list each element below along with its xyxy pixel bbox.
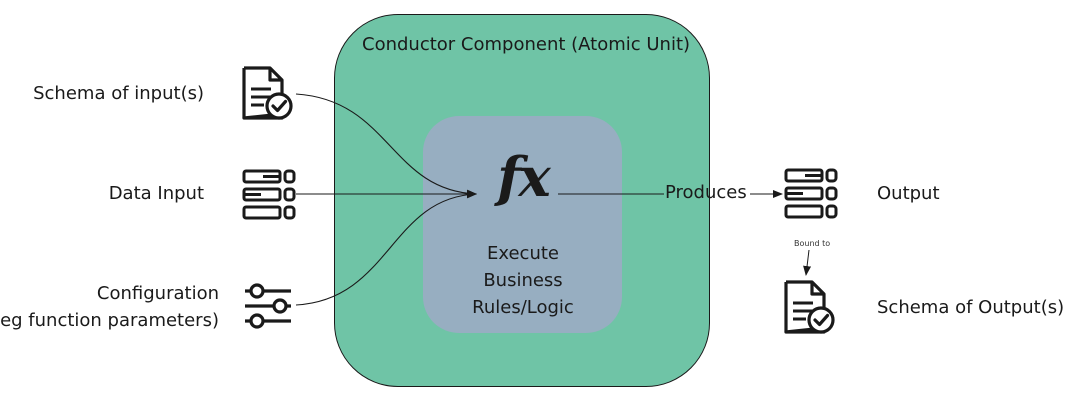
schema-of-outputs-label: Schema of Output(s) (877, 297, 1065, 318)
bound-to-arrow (803, 249, 812, 276)
config-input-connector (295, 190, 477, 306)
schema-input-connector (295, 93, 477, 198)
produces-label: Produces (665, 182, 747, 203)
logic-line-2: Business (483, 270, 563, 291)
data-input-label: Data Input (108, 183, 204, 204)
schema-of-inputs-label: Schema of input(s) (33, 83, 204, 104)
bound-to-label: Bound to (794, 239, 831, 248)
logic-description: Execute Business Rules/Logic (430, 240, 616, 321)
logic-line-3: Rules/Logic (472, 297, 574, 318)
output-label: Output (877, 183, 940, 204)
configuration-label: Configuration (96, 283, 219, 304)
data-input-records-icon (242, 169, 296, 220)
component-title: Conductor Component (Atomic Unit) (362, 34, 691, 55)
schema-input-document-check-icon (242, 66, 293, 120)
logic-line-1: Execute (487, 243, 559, 264)
schema-output-document-check-icon (784, 280, 835, 334)
output-records-icon (784, 168, 838, 219)
configuration-sliders-icon (245, 283, 291, 329)
function-icon: fx (497, 145, 550, 209)
logic-box (423, 116, 622, 333)
configuration-sublabel: (eg function parameters) (0, 310, 219, 331)
